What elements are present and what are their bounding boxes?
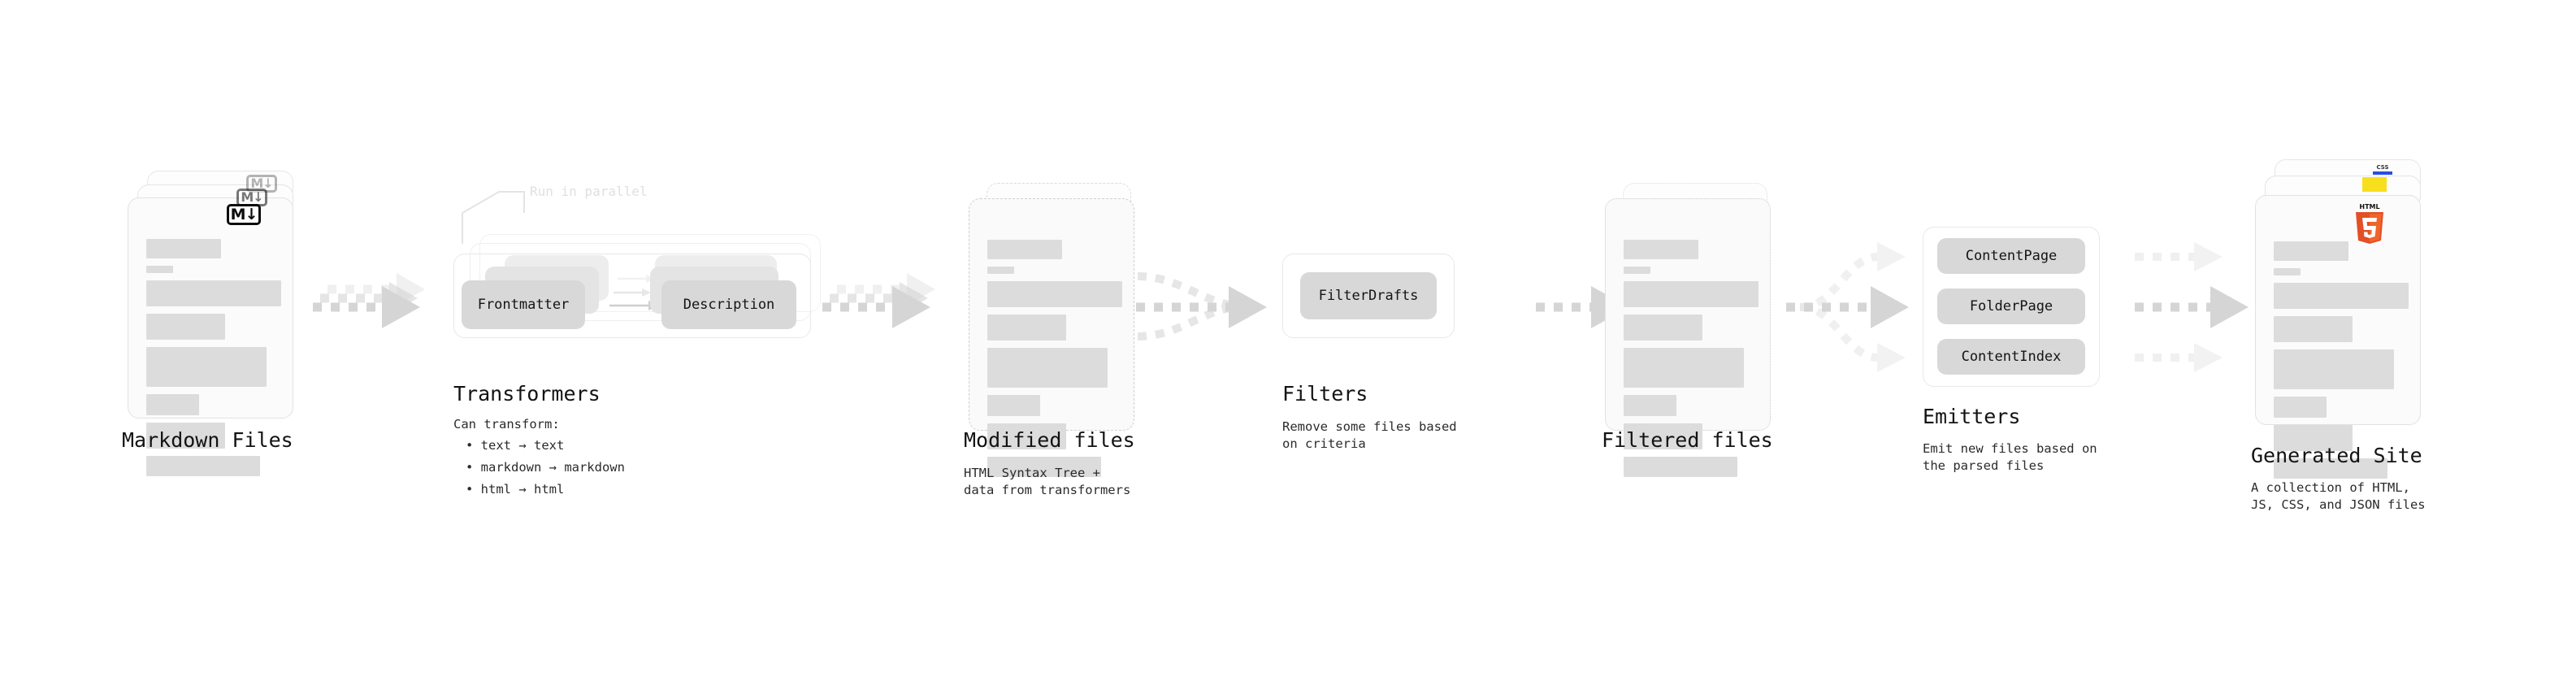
transformers-bullet-2: • html → html <box>466 482 565 497</box>
transformers-title: Transformers <box>453 382 601 406</box>
generated-site-title: Generated Site <box>2251 444 2422 467</box>
svg-text:CSS: CSS <box>2376 164 2388 171</box>
filtered-card-content <box>1624 240 1759 484</box>
filters-title: Filters <box>1282 382 1368 406</box>
js-icon <box>2362 177 2387 192</box>
emitters-title: Emitters <box>1923 405 2021 428</box>
emitter-chip-contentpage[interactable]: ContentPage <box>1937 238 2085 274</box>
markdown-icon-glyph: M↓ <box>230 205 258 223</box>
filtered-card-front <box>1605 198 1771 477</box>
emitters-subtitle-0: Emit new files based on <box>1923 441 2097 456</box>
run-in-parallel-label: Run in parallel <box>530 184 648 199</box>
filters-subtitle-0: Remove some files based <box>1282 419 1457 434</box>
markdown-icon: M↓ <box>227 204 261 225</box>
markdown-icon-back-1: M↓ <box>236 189 267 206</box>
site-card-content <box>2274 241 2409 486</box>
arrow-filtered-to-emitters <box>1786 242 1909 372</box>
transformers-bullet-0: • text → text <box>466 438 565 453</box>
transformer-chip-description[interactable]: Description <box>661 280 796 329</box>
css3-icon: CSS <box>2373 164 2392 175</box>
arrow-markdown-to-transformers <box>313 273 425 328</box>
transformer-chip-frontmatter[interactable]: Frontmatter <box>462 280 585 329</box>
markdown-card-front <box>128 197 293 476</box>
filters-box <box>1282 254 1455 338</box>
emitters-subtitle-1: the parsed files <box>1923 458 2045 473</box>
markdown-icon-glyph: M↓ <box>250 176 273 191</box>
html5-icon: HTML <box>2356 203 2383 244</box>
filters-subtitle-1: on criteria <box>1282 436 1366 451</box>
filtered-files-title: Filtered files <box>1602 428 1773 452</box>
modified-card-content <box>987 240 1122 484</box>
modified-files-subtitle-1: data from transformers <box>964 483 1131 497</box>
emitters-box <box>1923 227 2100 387</box>
markdown-icon-glyph: M↓ <box>241 189 263 205</box>
arrow-transformers-to-modified <box>822 273 935 328</box>
svg-text:HTML: HTML <box>2359 203 2379 210</box>
modified-card-front <box>969 198 1134 477</box>
generated-site-subtitle-0: A collection of HTML, <box>2251 480 2410 495</box>
transformers-subheading: Can transform: <box>453 417 560 432</box>
site-card-front <box>2255 195 2421 479</box>
arrow-emitters-to-site <box>2135 242 2249 372</box>
markdown-card-content <box>146 239 281 484</box>
markdown-files-title: Markdown Files <box>122 428 293 452</box>
emitter-chip-contentindex[interactable]: ContentIndex <box>1937 339 2085 375</box>
emitter-chip-folderpage[interactable]: FolderPage <box>1937 288 2085 324</box>
modified-files-subtitle-0: HTML Syntax Tree + <box>964 466 1100 480</box>
generated-site-subtitle-1: JS, CSS, and JSON files <box>2251 497 2426 512</box>
filter-chip-filterdrafts[interactable]: FilterDrafts <box>1300 272 1437 319</box>
transformers-box-ghost-2 <box>479 234 821 312</box>
arrow-modified-to-filters <box>1136 272 1267 340</box>
transformers-bullet-1: • markdown → markdown <box>466 460 625 475</box>
transformers-box <box>453 254 811 338</box>
modified-files-title: Modified files <box>964 428 1135 452</box>
